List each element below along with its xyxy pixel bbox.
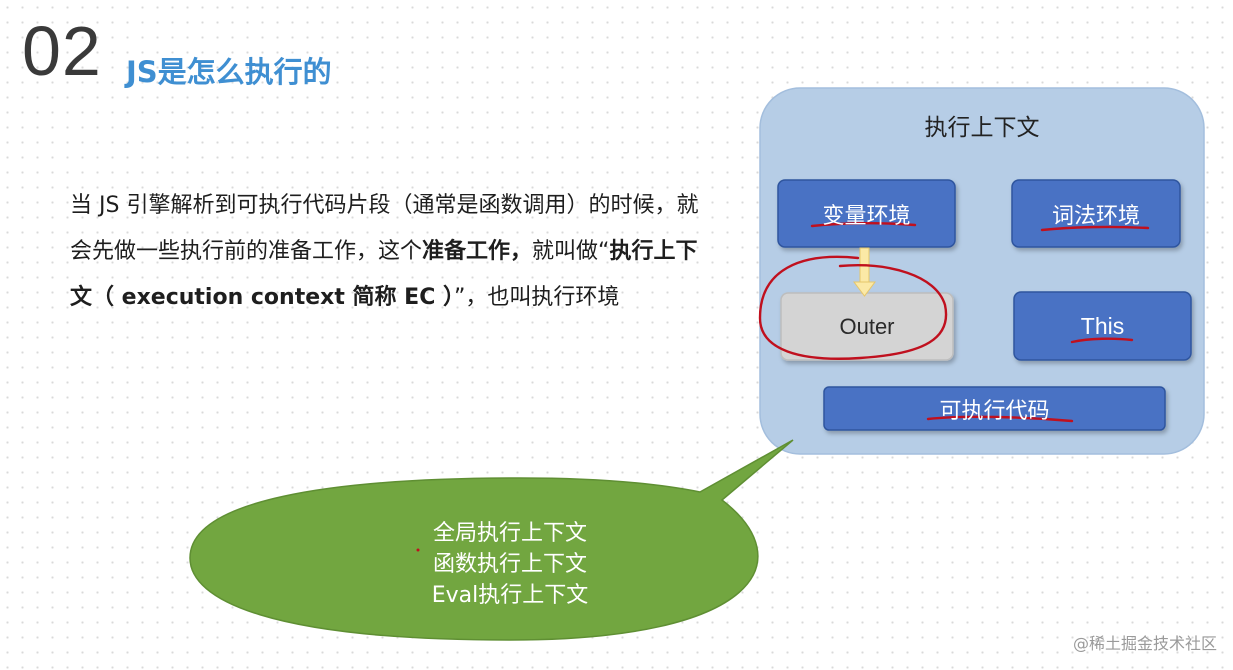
- paragraph-text-1: 当 JS 引擎解析到可执行代码片段（通常是函数调用）的时候，就会先做一些执行前的…: [70, 193, 699, 264]
- paragraph-bold-1: 准备工作，: [422, 239, 533, 264]
- red-annotations: [416, 222, 1150, 552]
- executable-code-label: 可执行代码: [939, 398, 1050, 424]
- variable-environment-label: 变量环境: [822, 203, 911, 229]
- watermark: @稀土掘金技术社区: [1072, 634, 1217, 653]
- underline-executable-code: [926, 415, 1074, 423]
- bubble-line-function: 函数执行上下文: [432, 552, 587, 577]
- this-label: This: [1080, 312, 1125, 339]
- slide-title: JS是怎么执行的: [126, 55, 332, 89]
- red-dot: [416, 548, 420, 552]
- bubble-line-global: 全局执行上下文: [432, 521, 587, 546]
- this-box: [1013, 291, 1192, 361]
- intro-paragraph: 当 JS 引擎解析到可执行代码片段（通常是函数调用）的时候，就会先做一些执行前的…: [70, 183, 710, 321]
- executable-code-box: [823, 386, 1166, 431]
- underline-variable-env: [810, 222, 917, 228]
- circle-outer: [758, 255, 948, 360]
- paragraph-text-2: 就叫做“: [532, 239, 610, 264]
- speech-bubble: [189, 439, 794, 641]
- variable-environment-box: [777, 179, 956, 248]
- outer-label: Outer: [839, 313, 895, 339]
- underline-lexical-env: [1040, 225, 1150, 232]
- bubble-text: 全局执行上下文 函数执行上下文 Eval执行上下文: [360, 518, 660, 611]
- bubble-line-eval: Eval执行上下文: [431, 583, 589, 608]
- paragraph-text-3: ”，也叫执行环境: [454, 285, 620, 310]
- slide-number: 02: [22, 12, 102, 90]
- lexical-environment-box: [1011, 179, 1181, 248]
- lexical-environment-label: 词法环境: [1051, 203, 1140, 229]
- paragraph-bold-2: 执行上下文（ execution context 简称 EC ）: [70, 239, 698, 310]
- underline-this: [1070, 337, 1134, 344]
- panel-title: 执行上下文: [924, 115, 1040, 141]
